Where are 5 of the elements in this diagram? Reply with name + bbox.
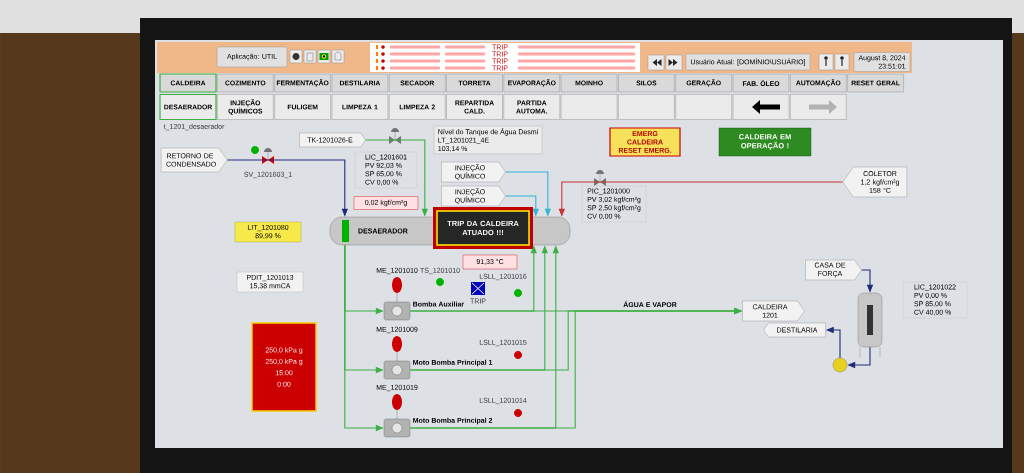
menu-tile (560, 94, 618, 120)
pump-drawing (832, 357, 848, 373)
vessel-drawing (857, 292, 883, 358)
menu-tile (675, 94, 732, 120)
menu-tile (618, 94, 675, 120)
